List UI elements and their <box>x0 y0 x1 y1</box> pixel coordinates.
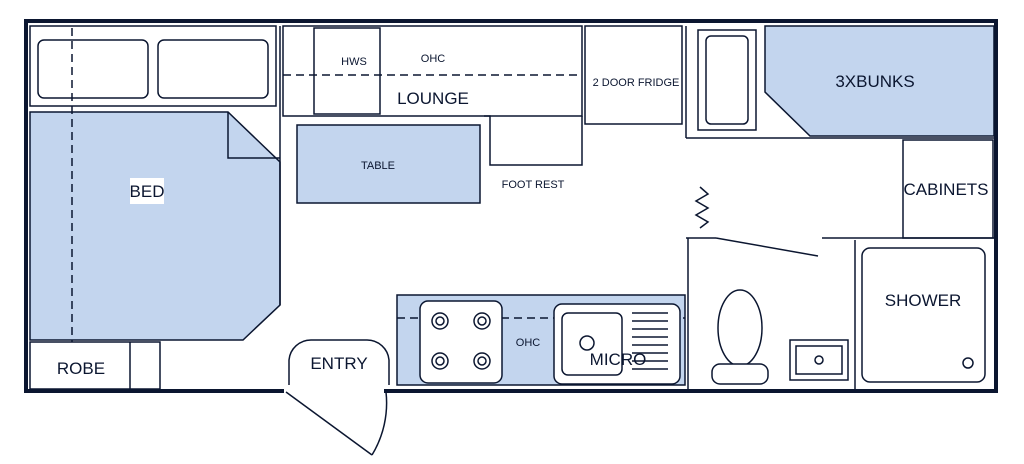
foot-rest-label: FOOT REST <box>502 179 565 191</box>
pillow <box>157 39 269 99</box>
toilet <box>717 289 763 367</box>
cabinets: CABINETS <box>902 139 994 239</box>
bunk-pillow <box>705 35 749 125</box>
ohc-top-label: OHC <box>421 53 446 65</box>
entry-door[interactable] <box>285 391 373 456</box>
robe[interactable]: ROBE <box>29 341 161 390</box>
lounge: HWS OHC LOUNGE FOOT REST TABLE <box>282 25 583 204</box>
fridge-label: 2 DOOR FRIDGE <box>593 77 680 89</box>
robe-label: ROBE <box>57 359 105 378</box>
kitchen-bench: OHC MICRO <box>396 294 686 386</box>
shower-label: SHOWER <box>885 291 962 310</box>
outer-wall <box>24 19 998 393</box>
pillow <box>37 39 149 99</box>
bed-area: BED <box>29 25 281 390</box>
table-label: TABLE <box>361 160 395 172</box>
entry[interactable]: ENTRY <box>284 339 390 456</box>
fridge: 2 DOOR FRIDGE <box>584 25 683 125</box>
hot-water-system <box>313 27 381 115</box>
cabinets-label: CABINETS <box>903 180 988 199</box>
shower <box>861 247 986 383</box>
entry-label: ENTRY <box>310 354 367 373</box>
bunks-label: 3XBUNKS <box>835 72 914 91</box>
hws-label: HWS <box>341 56 367 68</box>
ohc-kitchen-label: OHC <box>516 337 541 349</box>
lounge-label: LOUNGE <box>397 89 469 108</box>
bathroom-door[interactable] <box>715 237 819 257</box>
cooktop <box>419 300 503 384</box>
table <box>296 124 481 204</box>
bunks: 3XBUNKS <box>685 25 995 139</box>
bed <box>29 111 281 341</box>
micro-label: MICRO <box>590 350 647 369</box>
bed-label: BED <box>130 182 165 201</box>
step-icon <box>694 186 710 229</box>
sink <box>553 303 681 385</box>
bathroom: SHOWER <box>686 237 994 390</box>
